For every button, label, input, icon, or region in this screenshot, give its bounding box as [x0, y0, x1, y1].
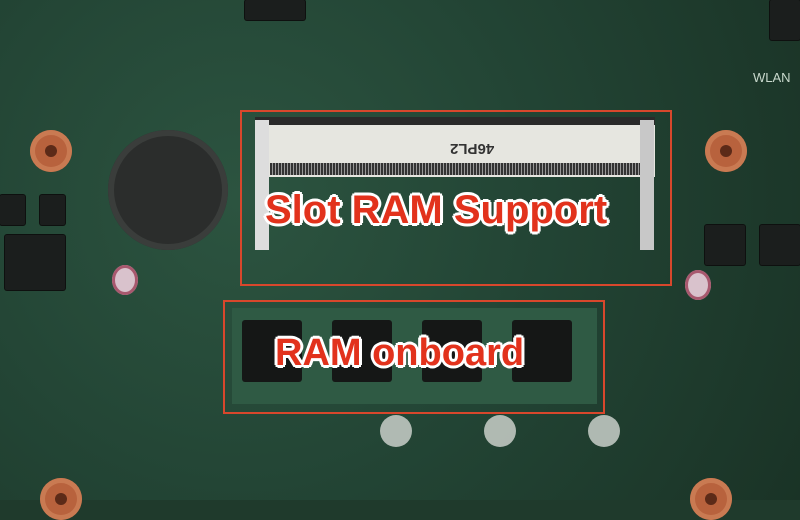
screw-hole	[40, 478, 82, 520]
chip	[770, 0, 800, 40]
inductor	[5, 235, 65, 290]
capacitor	[685, 270, 711, 300]
ram-onboard-box	[223, 300, 605, 414]
capacitor	[112, 265, 138, 295]
ram-chip	[332, 320, 392, 382]
inductor	[760, 225, 800, 265]
ram-chip	[422, 320, 482, 382]
cmos-battery	[108, 130, 228, 250]
slot-latch-left	[255, 120, 269, 250]
chip	[0, 195, 25, 225]
screw-hole	[705, 130, 747, 172]
slot-ram-label: Slot RAM Support	[265, 188, 608, 232]
ram-chip	[512, 320, 572, 382]
test-pad	[588, 415, 620, 447]
slot-ram-box	[240, 110, 672, 286]
test-pad	[380, 415, 412, 447]
screw-hole	[30, 130, 72, 172]
test-pad	[484, 415, 516, 447]
chip	[40, 195, 65, 225]
screw-hole	[690, 478, 732, 520]
chip	[245, 0, 305, 20]
slot-latch-right	[640, 120, 654, 250]
inductor	[705, 225, 745, 265]
ram-onboard-label: RAM onboard	[275, 332, 525, 374]
wlan-silkscreen: WLAN	[753, 70, 791, 85]
ram-slot-pins	[270, 163, 645, 175]
ram-chip	[242, 320, 302, 382]
